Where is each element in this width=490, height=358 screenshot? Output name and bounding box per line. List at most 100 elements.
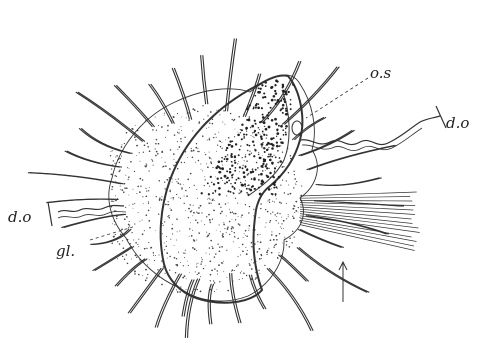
oral-granule [257,106,260,109]
granule [139,221,140,222]
granule [223,271,224,272]
granule [177,132,178,133]
granule [255,277,257,279]
granule [282,243,283,244]
granule [232,212,233,213]
oral-granule [258,87,260,89]
granule [241,271,242,272]
granule [279,233,280,234]
granule [210,280,211,281]
granule [136,155,137,156]
granule [252,169,253,170]
granule [239,189,240,190]
granule [178,133,179,134]
granule [188,217,189,218]
granule [231,226,233,228]
granule [187,261,188,262]
granule [129,226,130,227]
granule [112,150,113,151]
oral-granule [271,162,274,165]
pseudopod [281,255,309,282]
granule [274,202,275,203]
granule [125,207,126,208]
granule [202,105,203,106]
granule [183,184,184,185]
granule [196,250,197,251]
oral-granule [218,161,221,164]
oral-granule [254,130,256,132]
granule [134,171,135,172]
granule [259,217,260,218]
granule [197,213,198,214]
granule [186,117,187,118]
granule [234,136,235,137]
oral-granule [265,165,267,167]
granule [163,166,165,168]
granule [180,262,181,263]
granule [173,165,175,167]
granule [111,151,112,152]
oral-granule [263,92,265,94]
granule [239,279,240,280]
granule [195,219,197,221]
granule [199,121,201,123]
granule [227,154,229,156]
oral-granule [278,176,281,179]
granule [138,246,139,247]
granule [251,153,252,154]
granule [119,162,121,164]
granule [159,197,161,199]
granule [145,280,147,282]
granule [204,185,205,186]
granule [165,188,166,189]
pseudopod [203,55,208,104]
granule [122,256,123,257]
granule [192,215,193,216]
granule [133,208,134,209]
granule [244,233,245,234]
granule [214,133,215,134]
pseudopod [278,255,306,282]
granule [190,211,192,213]
granule [246,130,247,131]
granule [179,231,180,232]
oral-granule [274,84,276,86]
ray [300,197,410,199]
oral-granule [285,131,287,133]
oral-granule [246,144,248,146]
granule [171,120,172,121]
granule [114,224,115,225]
granule [148,170,149,171]
granule [170,208,171,209]
oral-granule [213,183,215,185]
pseudopod [318,178,382,186]
oral-granule [255,123,257,125]
granule [234,236,236,238]
oral-granule [276,132,279,135]
granule [192,108,194,110]
granule [202,135,204,137]
oral-granule [260,157,262,159]
granule [251,242,253,244]
pseudopod [157,274,181,328]
granule [121,156,122,157]
granule [252,132,253,133]
granule [211,269,213,271]
granule [126,216,128,218]
granule [239,178,240,179]
granule [197,222,199,224]
granule [173,199,174,200]
granule [284,237,285,238]
granule [148,242,149,243]
granule [155,143,157,145]
pseudopod [116,85,154,127]
granule [155,230,156,231]
granule [226,277,227,278]
granule [113,201,114,202]
oral-granule [259,121,261,123]
granule [115,234,116,235]
granule [143,203,144,204]
granule [224,228,225,229]
granule [276,216,277,217]
granule [223,261,224,262]
